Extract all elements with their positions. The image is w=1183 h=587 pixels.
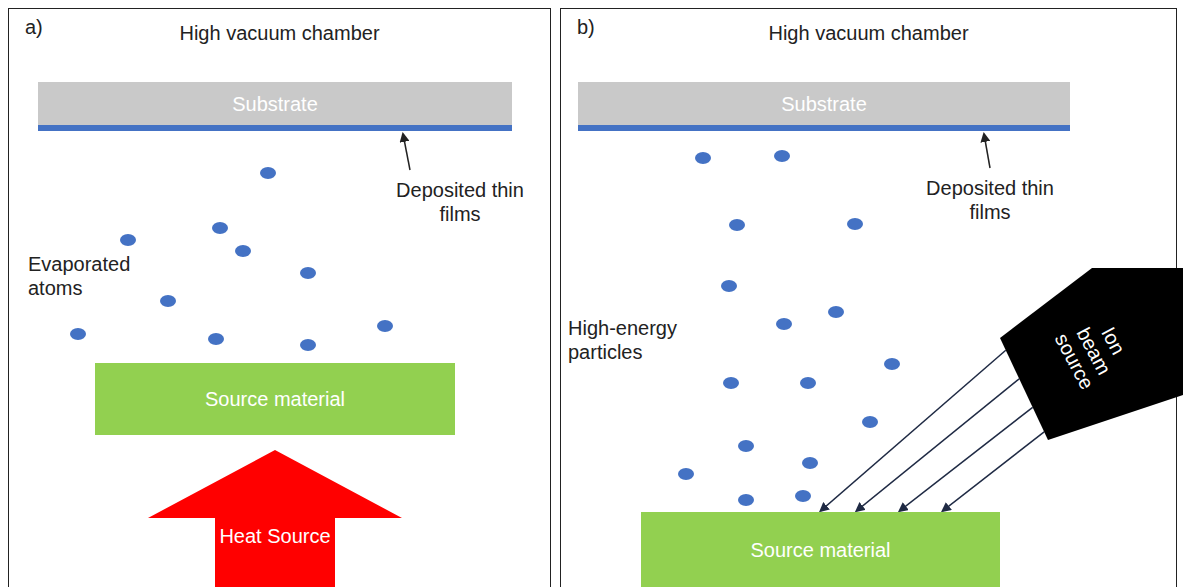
ion-beam-arrow [856, 379, 1019, 511]
callout-label: Evaporated atoms [28, 252, 158, 300]
ion-beam-source: Ion beam source [1000, 268, 1183, 440]
source-material: Source material [95, 363, 455, 435]
arrow-shape [148, 450, 402, 587]
callout-label: High-energy particles [568, 316, 718, 364]
chamber-panel: a)High vacuum chamberSubstrateSource mat… [8, 8, 551, 587]
ion-beam-arrow [899, 407, 1032, 511]
box-label: Heat Source [215, 522, 335, 550]
particles [678, 150, 900, 506]
thin-film [38, 125, 512, 131]
box-label: Source material [95, 387, 455, 411]
shape-outline [148, 450, 402, 587]
substrate: Substrate [38, 82, 512, 125]
shape-outline [1000, 268, 1183, 440]
ion-beam-arrow [821, 350, 1006, 511]
ion-beam-arrow [943, 432, 1045, 511]
box-label: Source material [641, 538, 1000, 562]
chamber-panel: b)High vacuum chamberSubstrateSource mat… [560, 8, 1177, 587]
panel-letter: b) [577, 15, 595, 39]
panel-title: High vacuum chamber [561, 21, 1176, 45]
box-label: Substrate [578, 92, 1070, 116]
source-material: Source material [641, 512, 1000, 587]
callout-label: Deposited thin films [395, 178, 525, 226]
substrate: Substrate [578, 82, 1070, 125]
leader-arrow [403, 134, 410, 170]
leader-arrow [984, 134, 990, 168]
callout-label: Deposited thin films [905, 176, 1075, 224]
panel-letter: a) [25, 15, 43, 39]
panel-title: High vacuum chamber [9, 21, 550, 45]
box-label: Substrate [38, 92, 512, 116]
thin-film [578, 125, 1070, 131]
heat-source-arrow: Heat Source [148, 450, 402, 587]
